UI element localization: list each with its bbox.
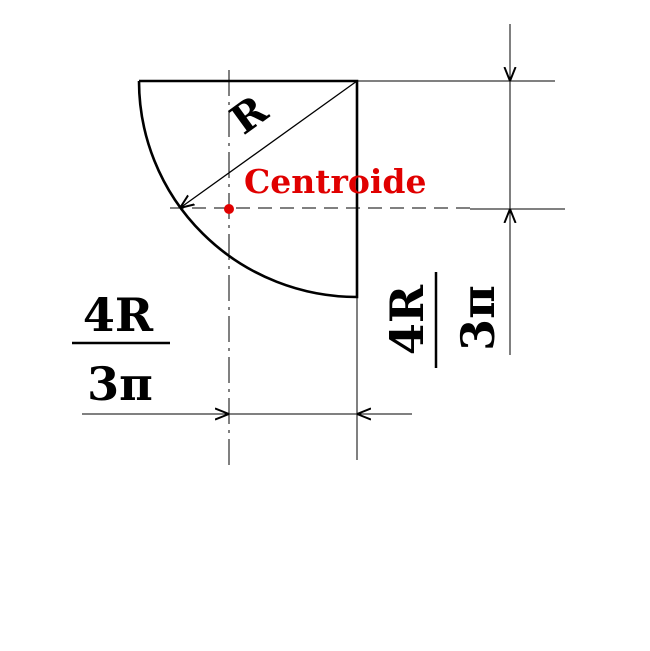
horizontal-dim-numerator: 4R	[83, 288, 154, 342]
radius-label: R	[222, 86, 277, 144]
centroid-point	[224, 204, 234, 214]
radius-line	[180, 80, 358, 208]
centroid-label: Centroide	[244, 162, 427, 201]
horizontal-dim-denominator: 3π	[87, 357, 153, 411]
quarter-circle-outline	[137, 79, 359, 299]
vertical-dim-numerator: 4R	[380, 284, 434, 355]
vertical-dim-denominator: 3π	[451, 285, 505, 351]
